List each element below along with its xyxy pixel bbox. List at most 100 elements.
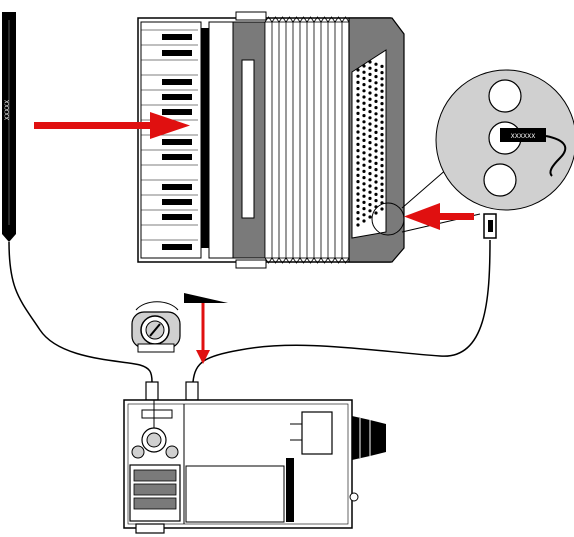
bass-button-dot <box>362 101 366 105</box>
bass-button-dot <box>368 79 372 83</box>
bass-button-dot <box>374 106 378 110</box>
bass-button-dot <box>356 223 360 227</box>
bass-button-dot <box>356 204 360 208</box>
bass-button-dot <box>356 142 360 146</box>
bass-button-dot <box>368 91 372 95</box>
bass-button-dot <box>380 164 384 168</box>
bass-buttons <box>356 60 384 227</box>
bass-button-dot <box>356 217 360 221</box>
bass-button-dot <box>368 60 372 64</box>
bass-button-dot <box>356 186 360 190</box>
bass-button-dot <box>362 138 366 142</box>
bass-button-dot <box>356 93 360 97</box>
bass-button-dot <box>380 120 384 124</box>
microphone-strip-icon: XXXXX <box>2 12 16 242</box>
bass-button-dot <box>356 173 360 177</box>
bass-button-dot <box>374 112 378 116</box>
bass-button-dot <box>380 182 384 186</box>
microphone-strip-label: XXXXX <box>4 100 11 121</box>
bass-button-dot <box>368 116 372 120</box>
bass-button-dot <box>380 207 384 211</box>
bass-button-dot <box>380 126 384 130</box>
bass-button-dot <box>374 124 378 128</box>
bass-button-dot <box>380 64 384 68</box>
bass-button-dot <box>374 137 378 141</box>
bass-button-dot <box>368 128 372 132</box>
bass-button-dot <box>380 89 384 93</box>
bass-button-dot <box>380 114 384 118</box>
bass-button-dot <box>356 130 360 134</box>
bass-button-dot <box>368 203 372 207</box>
pickup-label: XXXXXX <box>511 133 536 140</box>
bass-button-dot <box>362 95 366 99</box>
bass-button-dot <box>374 75 378 79</box>
bass-button-dot <box>380 71 384 75</box>
bass-button-dot <box>362 132 366 136</box>
bass-button-dot <box>368 147 372 151</box>
bass-button-dot <box>380 83 384 87</box>
bass-button-dot <box>356 192 360 196</box>
bass-button-dot <box>380 145 384 149</box>
bass-button-dot <box>362 76 366 80</box>
bass-button-dot <box>380 139 384 143</box>
bass-button-dot <box>368 190 372 194</box>
bass-button-dot <box>356 124 360 128</box>
bass-button-dot <box>374 174 378 178</box>
bass-button-dot <box>362 207 366 211</box>
bass-button-dot <box>374 211 378 215</box>
bass-button-dot <box>368 159 372 163</box>
bass-button-dot <box>368 72 372 76</box>
bass-button-dot <box>374 62 378 66</box>
bass-button-dot <box>362 169 366 173</box>
bass-button-dot <box>380 176 384 180</box>
red-arrow-icon <box>196 303 210 364</box>
pickup-jack-icon <box>483 213 497 239</box>
bass-button-dot <box>374 149 378 153</box>
bass-button-dot <box>374 68 378 72</box>
bass-button-dot <box>356 87 360 91</box>
bass-button-dot <box>374 161 378 165</box>
bass-button-dot <box>362 83 366 87</box>
bass-button-dot <box>380 157 384 161</box>
bass-button-dot <box>374 192 378 196</box>
black-keys <box>162 34 192 250</box>
bass-button-dot <box>356 155 360 159</box>
bass-button-dot <box>356 105 360 109</box>
bass-button-dot <box>380 133 384 137</box>
bass-button-dot <box>374 180 378 184</box>
bass-button-dot <box>362 151 366 155</box>
bass-button-dot <box>356 68 360 72</box>
bass-button-dot <box>356 74 360 78</box>
bass-button-dot <box>368 196 372 200</box>
bass-button-dot <box>356 211 360 215</box>
bass-button-dot <box>380 151 384 155</box>
bass-button-dot <box>356 198 360 202</box>
pickup-cable <box>192 239 491 383</box>
amplifier-box-icon <box>123 381 386 534</box>
bass-button-dot <box>368 209 372 213</box>
bass-button-dot <box>380 170 384 174</box>
bass-button-dot <box>374 93 378 97</box>
bass-button-dot <box>356 136 360 140</box>
bass-button-dot <box>380 95 384 99</box>
bass-button-dot <box>362 176 366 180</box>
bass-button-dot <box>362 188 366 192</box>
bass-button-dot <box>374 155 378 159</box>
bass-button-dot <box>362 145 366 149</box>
bass-button-dot <box>368 215 372 219</box>
microphone-cable <box>8 241 153 383</box>
bass-button-dot <box>362 89 366 93</box>
bass-button-dot <box>356 111 360 115</box>
bass-button-dot <box>374 186 378 190</box>
bass-button-dot <box>368 153 372 157</box>
bass-button-dot <box>362 114 366 118</box>
bass-button-dot <box>368 165 372 169</box>
bass-button-dot <box>368 178 372 182</box>
magnified-inset: XXXXXX <box>401 69 574 233</box>
bass-button-dot <box>356 80 360 84</box>
bass-button-dot <box>362 64 366 68</box>
bass-button-dot <box>374 99 378 103</box>
bass-button-dot <box>356 149 360 153</box>
bass-button-dot <box>374 199 378 203</box>
